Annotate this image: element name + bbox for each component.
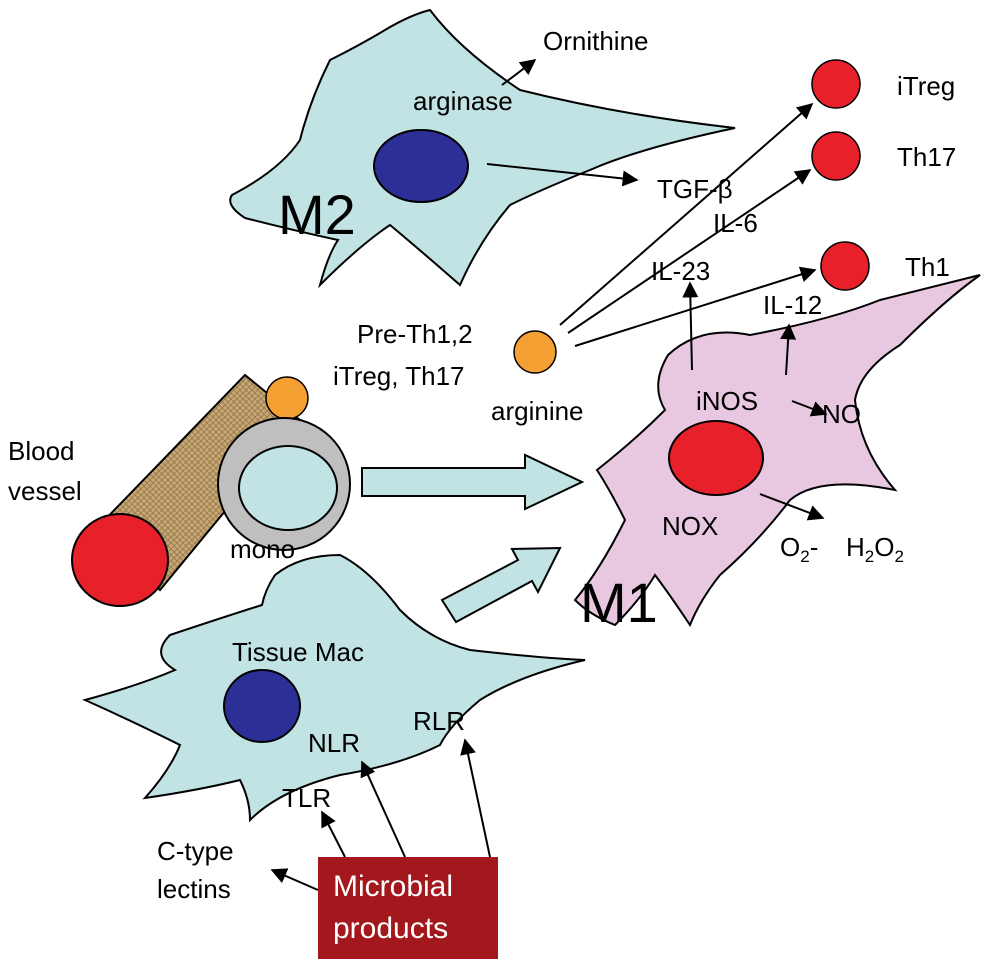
blood-vessel-label-1: Blood — [8, 436, 75, 466]
ctype-lectins-label-1: C-type — [157, 836, 234, 866]
m2-nucleus — [373, 129, 469, 203]
itreg-cell — [811, 59, 861, 109]
pre-to-itreg-arrow — [559, 102, 814, 326]
th17-label: Th17 — [897, 142, 956, 172]
il23-label: IL-23 — [651, 256, 710, 286]
rlr-label: RLR — [413, 706, 465, 736]
il6-label: IL-6 — [713, 208, 758, 238]
m1-nucleus — [668, 420, 764, 496]
microbial-products-box — [318, 857, 498, 959]
m1-label: M1 — [580, 571, 658, 634]
il12-label: IL-12 — [763, 290, 822, 320]
m1-il23-arrow — [682, 281, 699, 371]
nox-label: NOX — [662, 511, 718, 541]
m1-cell — [573, 274, 981, 628]
itreg-label: iTreg — [897, 71, 955, 101]
th1-label: Th1 — [905, 252, 950, 282]
vessel-lumen — [71, 513, 169, 607]
ornithine-label: Ornithine — [543, 26, 649, 56]
arginine-label: arginine — [491, 396, 584, 426]
pre-to-th1-arrow — [574, 266, 817, 347]
microbial-to-ctype-arrow — [270, 868, 319, 891]
m1-il12-arrow — [780, 323, 797, 376]
precursor-label-1: Pre-Th1,2 — [357, 319, 473, 349]
precursor-t-cell — [513, 330, 557, 374]
inos-no-arrow — [791, 400, 828, 417]
superoxide-label: O2- — [780, 532, 818, 566]
th1-cell — [820, 241, 870, 291]
inos-label: iNOS — [696, 386, 758, 416]
tlr-label: TLR — [282, 783, 331, 813]
m2-cell — [229, 8, 736, 289]
arginase-label: arginase — [413, 86, 513, 116]
no-label: NO — [822, 399, 861, 429]
tissue-mac-nucleus — [223, 669, 301, 743]
m1-ros-arrow — [759, 493, 825, 521]
mono-label: mono — [230, 534, 295, 564]
m2-tgfb-arrow — [486, 163, 639, 187]
nlr-label: NLR — [308, 728, 360, 758]
arginase-ornithine-arrow — [501, 59, 537, 86]
blood-vessel-label-2: vessel — [8, 476, 82, 506]
mono-to-m1-arrow — [361, 453, 585, 511]
h2o2-label: H2O2 — [846, 532, 904, 566]
monocyte-nucleus — [238, 445, 338, 531]
microbial-to-nlr-arrow — [360, 760, 406, 858]
small-t-cell — [265, 376, 309, 420]
microbial-to-rlr-arrow — [460, 738, 491, 858]
microbial-to-tlr-arrow — [321, 810, 346, 858]
pre-to-th17-arrow — [567, 169, 812, 334]
ctype-lectins-label-2: lectins — [157, 874, 231, 904]
microbial-label-1: Microbial — [333, 870, 453, 903]
tissue-mac-label: Tissue Mac — [232, 637, 364, 667]
m2-label: M2 — [278, 183, 356, 246]
precursor-label-2: iTreg, Th17 — [333, 361, 465, 391]
tissue-mac-cell — [82, 553, 586, 823]
th17-cell — [811, 131, 861, 181]
tgfb-label: TGF-β — [657, 174, 733, 204]
tissuemac-to-m1-arrow — [440, 546, 562, 624]
microbial-label-2: products — [333, 912, 448, 945]
